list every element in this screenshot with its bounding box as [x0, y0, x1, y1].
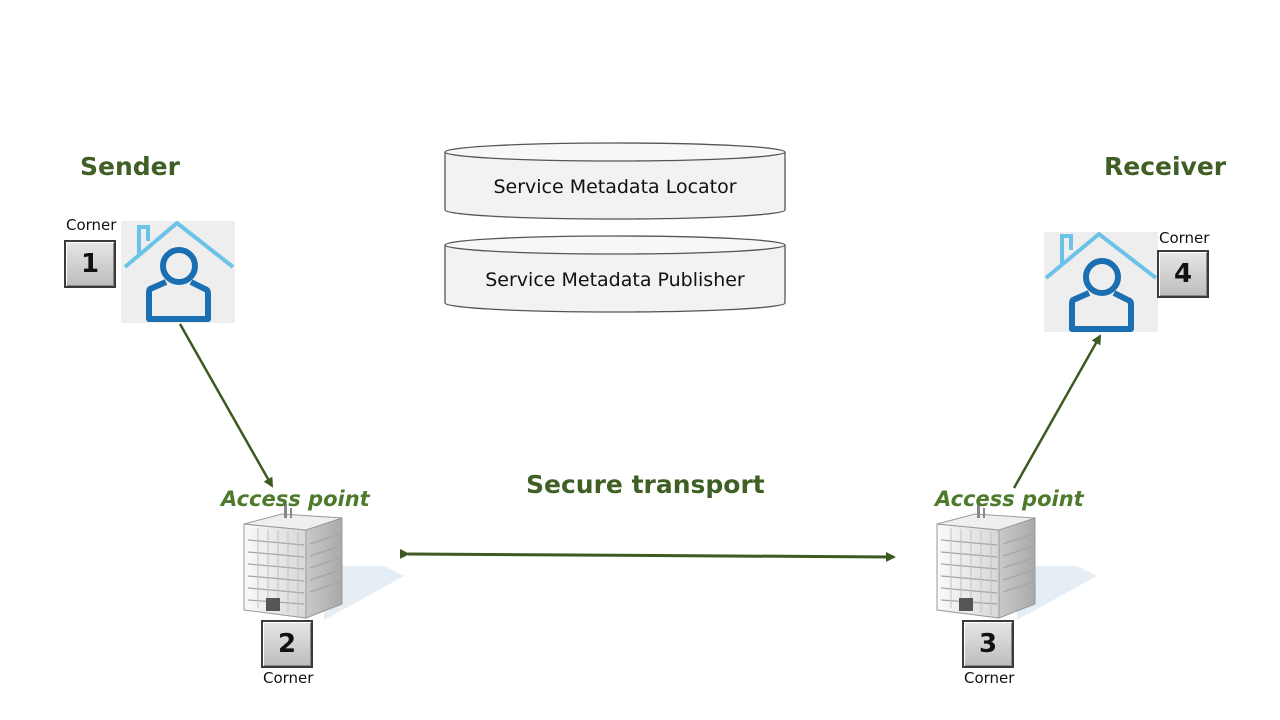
sender-to-access-point-arrow: [178, 323, 274, 488]
sender-access-point-label: Access point: [221, 487, 370, 511]
sender-title: Sender: [80, 152, 180, 181]
receiver-title: Receiver: [1104, 152, 1227, 181]
receiver-access-point-corner-label: Corner: [964, 669, 1015, 687]
sender-corner-label: Corner: [66, 216, 117, 234]
receiver-access-point-building-icon: [927, 500, 1097, 622]
sender-access-point-corner-label: Corner: [263, 669, 314, 687]
secure-transport-arrow: [399, 548, 896, 562]
sender-corner-number: 1: [64, 240, 116, 288]
secure-transport-label: Secure transport: [526, 470, 765, 499]
sender-house-user-icon: [121, 220, 235, 323]
sender-access-point-building-icon: [234, 500, 404, 622]
service-metadata-locator-label: Service Metadata Locator: [493, 176, 736, 198]
service-metadata-publisher: Service Metadata Publisher: [444, 235, 786, 313]
receiver-access-point-label: Access point: [935, 487, 1084, 511]
receiver-corner-label: Corner: [1159, 229, 1210, 247]
receiver-corner-number: 4: [1157, 250, 1209, 298]
service-metadata-locator: Service Metadata Locator: [444, 142, 786, 220]
sender-access-point-corner-number: 2: [261, 620, 313, 668]
access-point-to-receiver-arrow: [1012, 334, 1102, 489]
receiver-access-point-corner-number: 3: [962, 620, 1014, 668]
receiver-house-user-icon: [1044, 231, 1158, 332]
service-metadata-publisher-label: Service Metadata Publisher: [485, 269, 745, 291]
